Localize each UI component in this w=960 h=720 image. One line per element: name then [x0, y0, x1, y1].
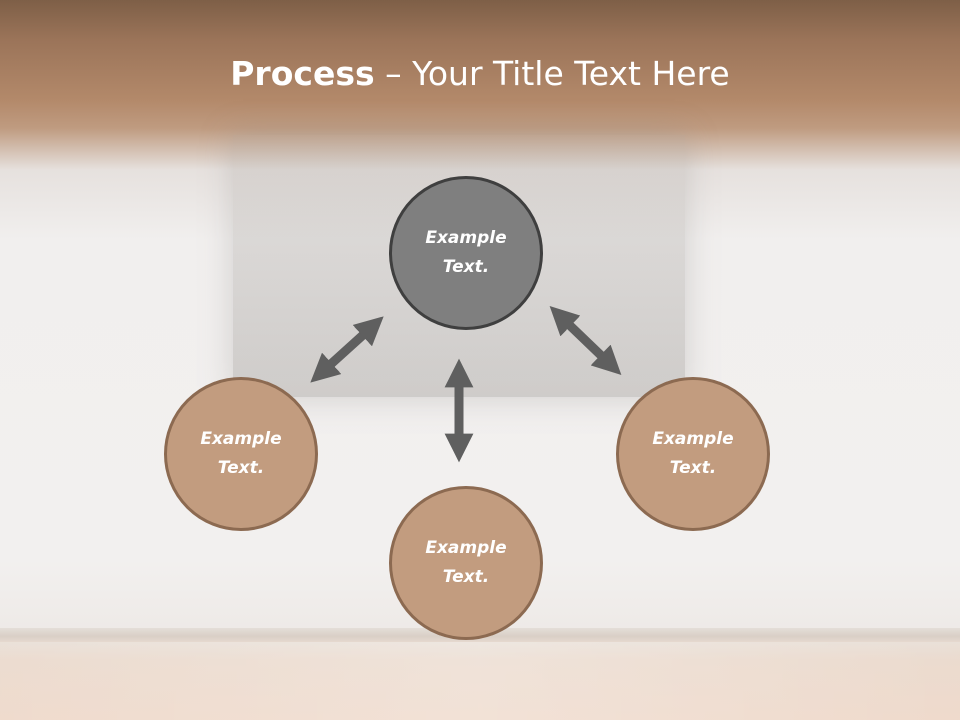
- process-node-bottom-text: Example Text.: [425, 538, 507, 587]
- process-node-right: Example Text.: [616, 377, 770, 531]
- slide-title: Process – Your Title Text Here: [0, 52, 960, 96]
- process-node-right-text: Example Text.: [652, 429, 734, 478]
- double-arrow-icon-left: [310, 316, 384, 383]
- floor: [0, 642, 960, 720]
- process-node-left-text: Example Text.: [200, 429, 282, 478]
- title-bold: Process: [230, 54, 375, 93]
- process-node-top-text: Example Text.: [425, 228, 507, 277]
- title-rest: – Your Title Text Here: [374, 54, 730, 93]
- process-node-left: Example Text.: [164, 377, 318, 531]
- process-node-top: Example Text.: [389, 176, 543, 330]
- process-node-bottom: Example Text.: [389, 486, 543, 640]
- double-arrow-icon-right: [549, 306, 622, 375]
